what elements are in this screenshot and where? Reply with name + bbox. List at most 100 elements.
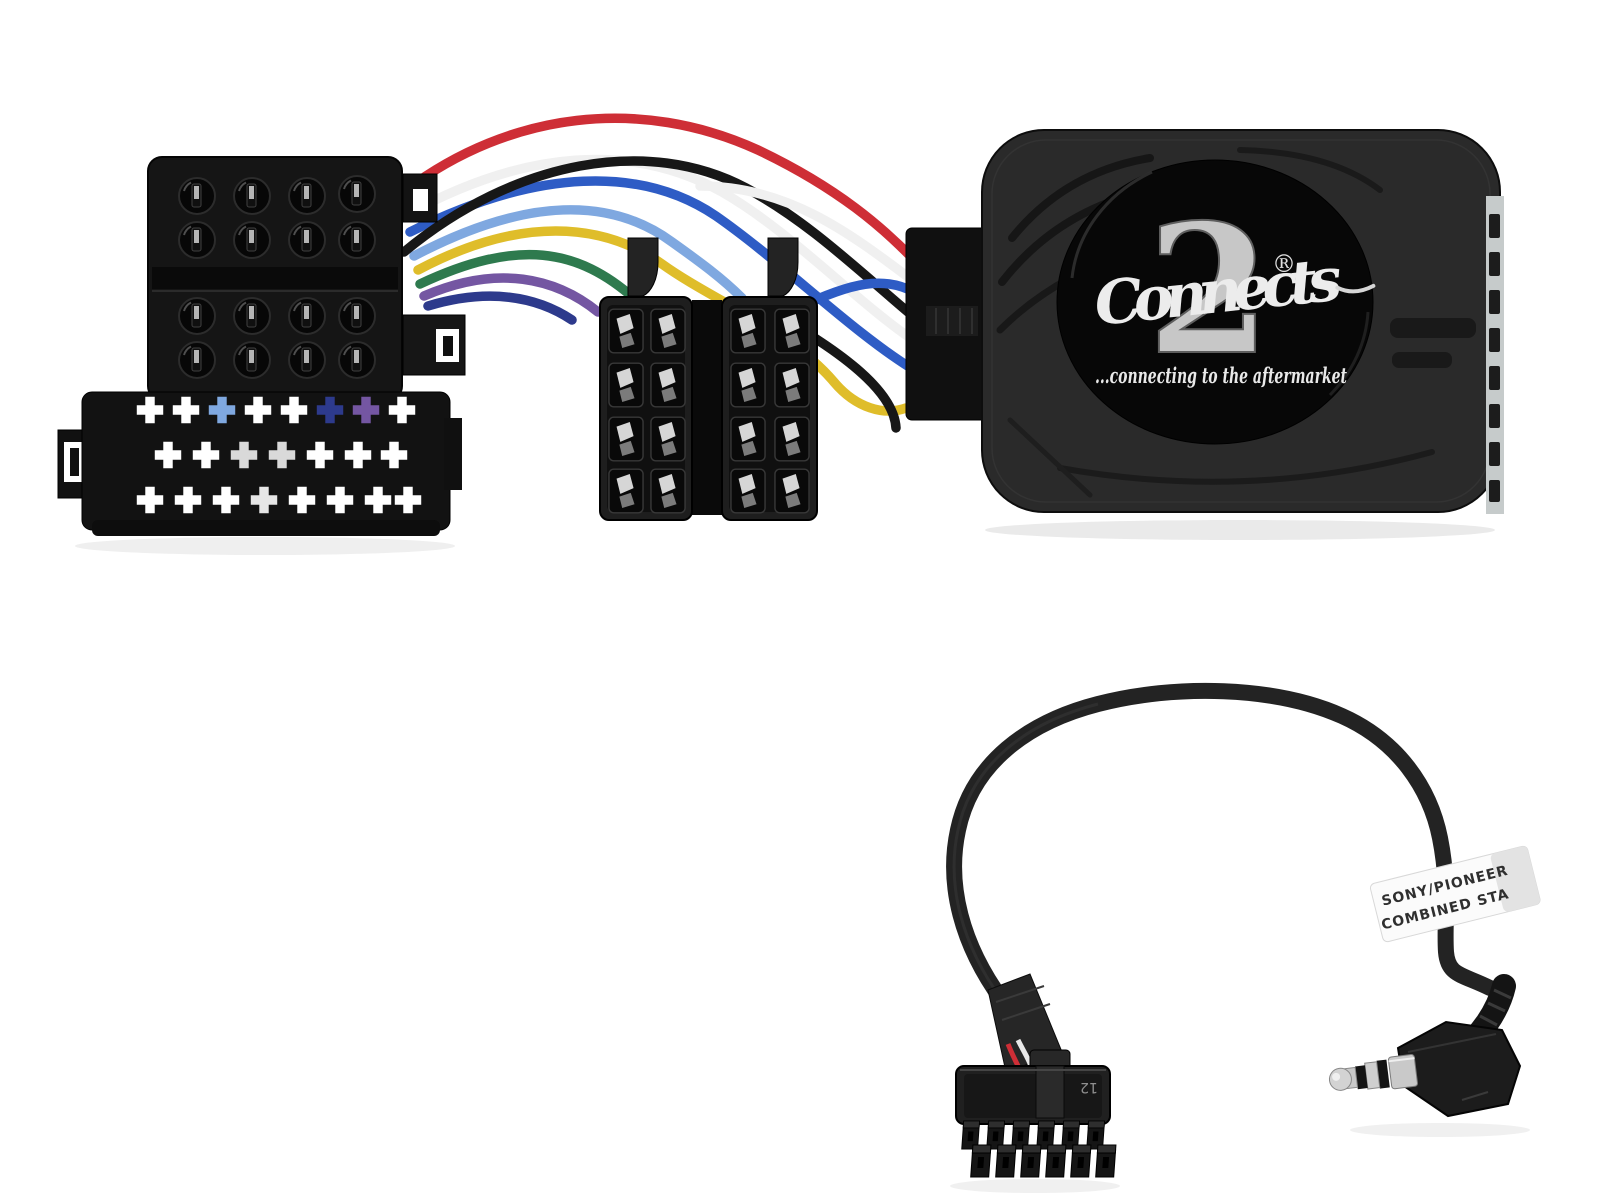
jack-glint xyxy=(1461,1091,1489,1101)
connector-face xyxy=(964,1074,1102,1118)
wire-white-short xyxy=(695,181,925,291)
pin-tower xyxy=(970,1144,992,1178)
glossy-badge xyxy=(1056,159,1374,445)
spring-coils xyxy=(1460,988,1512,1052)
tab-notch-step xyxy=(443,336,453,356)
rib-groove xyxy=(1007,417,1093,498)
rib-groove xyxy=(1237,147,1383,193)
iso-pin-slot xyxy=(650,308,686,354)
rib-groove xyxy=(1390,318,1476,338)
socket-slot xyxy=(1489,290,1500,314)
wire-red xyxy=(401,113,923,269)
socket-slot xyxy=(1489,404,1500,428)
wire-blue xyxy=(405,176,919,375)
pin-towers xyxy=(961,1120,1117,1178)
pin-socket xyxy=(288,221,326,259)
pin-socket xyxy=(233,341,271,379)
wire-black xyxy=(399,156,913,317)
registered-mark: ® xyxy=(1272,250,1296,278)
socket-slot xyxy=(1489,252,1500,276)
wire-yellow xyxy=(413,226,911,416)
jack-body xyxy=(1396,1020,1522,1118)
pin-socket xyxy=(288,177,326,215)
pin-tower xyxy=(1045,1144,1067,1178)
iso-plug-left xyxy=(599,296,693,521)
iso-pin-slot xyxy=(608,468,644,514)
soft-shadows xyxy=(75,520,1530,1193)
iso-plug-right xyxy=(721,296,818,521)
cable-sheen xyxy=(952,702,1099,1001)
rib-groove xyxy=(1057,449,1435,485)
patch-cable xyxy=(946,682,1498,1008)
wire-navy xyxy=(423,291,577,325)
iso-pin-slot xyxy=(608,416,644,462)
jack-plug xyxy=(1328,1054,1418,1091)
wire-purple xyxy=(419,273,603,317)
plug-ring xyxy=(1376,1059,1390,1089)
plug-barrel xyxy=(1387,1054,1418,1090)
socket-slot xyxy=(1489,214,1500,238)
connector-divider xyxy=(152,267,398,289)
plug-ring xyxy=(1354,1065,1368,1090)
brand-logo-numeral: 2 xyxy=(1147,185,1271,394)
wire-green xyxy=(415,249,641,305)
wrap-fold xyxy=(995,985,1051,1021)
socket-slot xyxy=(1489,328,1500,352)
comb-wing-step xyxy=(70,448,79,476)
pin-tower xyxy=(995,1144,1017,1178)
vehicle-quadlock-connector xyxy=(57,156,466,536)
pin-socket xyxy=(178,297,216,335)
connector-pin-count-marking: 12 xyxy=(1080,1079,1098,1095)
badge-glint xyxy=(1328,311,1370,397)
iso-pin-slot xyxy=(730,416,766,462)
iso-pin-slot xyxy=(774,416,810,462)
swc-interface-box: 2 Connects ® ...connecting to the afterm… xyxy=(905,129,1504,514)
iso-pin-slot xyxy=(650,362,686,408)
jack-facet xyxy=(1407,1033,1497,1053)
pin-socket xyxy=(338,341,376,379)
pin-socket xyxy=(338,297,376,335)
jack-3-5mm xyxy=(1328,1020,1522,1118)
pin-socket xyxy=(233,177,271,215)
plug-tip-glint xyxy=(1332,1072,1341,1081)
pin-socket xyxy=(178,177,216,215)
rib-groove xyxy=(1008,154,1154,242)
pin-tower xyxy=(1095,1144,1117,1178)
iso-pin-slot xyxy=(774,468,810,514)
plug-highlight xyxy=(1388,1057,1415,1063)
iso-latch xyxy=(767,237,799,297)
side-socket-strip xyxy=(1486,196,1504,514)
shadow xyxy=(1350,1123,1530,1137)
iso-pin-slot xyxy=(730,468,766,514)
latch-tab xyxy=(1035,1065,1065,1119)
logo-flourish xyxy=(1335,283,1376,294)
pin-socket xyxy=(233,221,271,259)
iso-gap xyxy=(692,300,722,515)
iso-pin-slot xyxy=(730,362,766,408)
pin-socket xyxy=(338,175,376,213)
badge-glint xyxy=(1070,170,1153,279)
pin-socket xyxy=(233,297,271,335)
pin-socket xyxy=(288,341,326,379)
pin-tower xyxy=(1070,1144,1092,1178)
pin-tower xyxy=(1020,1144,1042,1178)
iso-pin-slot xyxy=(650,416,686,462)
rib-groove xyxy=(1392,352,1452,368)
iso-pin-slot xyxy=(774,308,810,354)
iso-plugs xyxy=(599,237,818,521)
iso-pin-slot xyxy=(730,308,766,354)
socket-slot xyxy=(1489,480,1500,502)
upper-tab-notch xyxy=(413,189,428,211)
iso-pin-slot xyxy=(774,362,810,408)
pin-socket xyxy=(178,341,216,379)
terminal-rib-band xyxy=(926,306,978,336)
pin-socket xyxy=(338,221,376,259)
label-wrap-shade xyxy=(1490,846,1541,912)
pin-socket xyxy=(288,297,326,335)
comb-bottom-lip xyxy=(92,520,440,536)
pin-socket xyxy=(178,221,216,259)
brand-tagline: ...connecting to the aftermarket xyxy=(1095,363,1347,388)
comb-right-step xyxy=(444,418,462,490)
